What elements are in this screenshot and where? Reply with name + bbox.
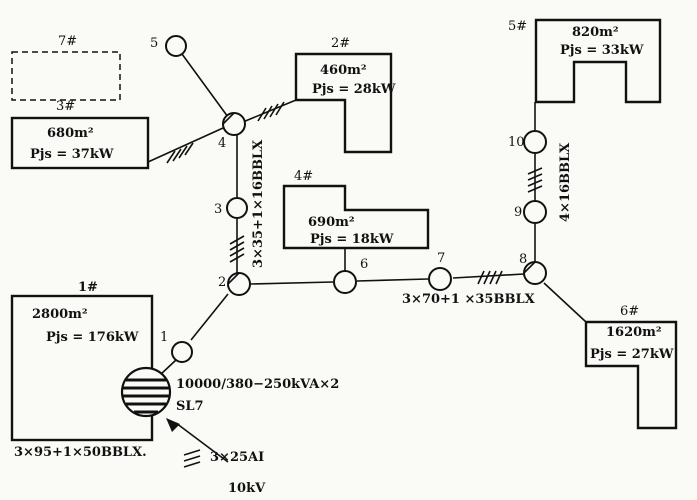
wiring <box>107 53 587 463</box>
svg-text:690m²: 690m² <box>308 215 355 230</box>
pole-5 <box>165 35 187 57</box>
pole-2 <box>227 272 251 296</box>
pole-10 <box>523 130 547 154</box>
pole-3 <box>226 197 248 219</box>
cable-label-building1: 3×95+1×50BBLX. <box>14 445 147 460</box>
conductor-ticks <box>101 101 543 468</box>
svg-text:1620m²: 1620m² <box>606 325 662 340</box>
svg-text:Pjs = 33kW: Pjs = 33kW <box>560 43 644 58</box>
supply-voltage-label: 10kV <box>228 481 266 496</box>
cable-label-trunk-horizontal: 3×70+1 ×35BBLX <box>402 292 536 307</box>
svg-text:6#: 6# <box>620 304 639 319</box>
pole-1 <box>171 341 193 363</box>
svg-text:4#: 4# <box>294 169 313 184</box>
svg-text:6: 6 <box>360 257 368 272</box>
svg-text:10: 10 <box>508 135 525 150</box>
svg-text:7#: 7# <box>58 34 77 49</box>
svg-text:Pjs = 18kW: Pjs = 18kW <box>310 232 394 247</box>
svg-text:460m²: 460m² <box>320 63 367 78</box>
building-6: 6# 1620m² Pjs = 27kW <box>584 304 678 430</box>
svg-text:Pjs = 37kW: Pjs = 37kW <box>30 147 114 162</box>
svg-text:8: 8 <box>519 252 527 267</box>
building-5: 5# 820m² Pjs = 33kW <box>508 18 662 104</box>
svg-text:SL7: SL7 <box>176 399 204 414</box>
pole-7 <box>428 267 452 291</box>
cable-label-trunk-vertical: 3×35+1×16BBLX <box>251 139 266 268</box>
svg-text:2#: 2# <box>331 36 350 51</box>
supply-arrow-icon <box>166 418 180 432</box>
svg-text:Pjs = 176kW: Pjs = 176kW <box>46 330 139 345</box>
transformer: 10000/380−250kVA×2 SL7 <box>120 366 339 432</box>
svg-text:9: 9 <box>514 205 522 220</box>
svg-text:1: 1 <box>160 330 168 345</box>
pole-4 <box>222 112 246 136</box>
svg-text:680m²: 680m² <box>47 126 94 141</box>
pole-8 <box>523 261 547 285</box>
building-7: 7# <box>11 34 121 101</box>
svg-text:7: 7 <box>437 251 445 266</box>
building-1: 1# 2800m² Pjs = 176kW <box>10 280 154 442</box>
svg-text:4: 4 <box>218 136 226 151</box>
pole-6 <box>333 270 357 294</box>
building-4: 4# 690m² Pjs = 18kW <box>282 169 430 250</box>
cable-label-branch-right: 4×16BBLX <box>558 142 573 222</box>
svg-text:820m²: 820m² <box>572 25 619 40</box>
svg-text:2800m²: 2800m² <box>32 307 88 322</box>
svg-text:Pjs = 27kW: Pjs = 27kW <box>590 347 674 362</box>
poles: 1 2 3 4 5 6 7 8 9 10 <box>150 35 547 363</box>
svg-text:3#: 3# <box>56 99 75 114</box>
svg-text:5: 5 <box>150 36 158 51</box>
building-3: 3# 680m² Pjs = 37kW <box>10 99 150 170</box>
cable-label-incoming: 3×25AI <box>210 450 264 465</box>
svg-text:3: 3 <box>214 202 222 217</box>
svg-text:5#: 5# <box>508 19 527 34</box>
pole-9 <box>523 200 547 224</box>
svg-text:10000/380−250kVA×2: 10000/380−250kVA×2 <box>176 377 339 392</box>
svg-text:2: 2 <box>218 275 226 290</box>
building-2: 2# 460m² Pjs = 28kW <box>294 36 396 154</box>
svg-text:Pjs = 28kW: Pjs = 28kW <box>312 82 396 97</box>
svg-text:1#: 1# <box>78 280 98 295</box>
